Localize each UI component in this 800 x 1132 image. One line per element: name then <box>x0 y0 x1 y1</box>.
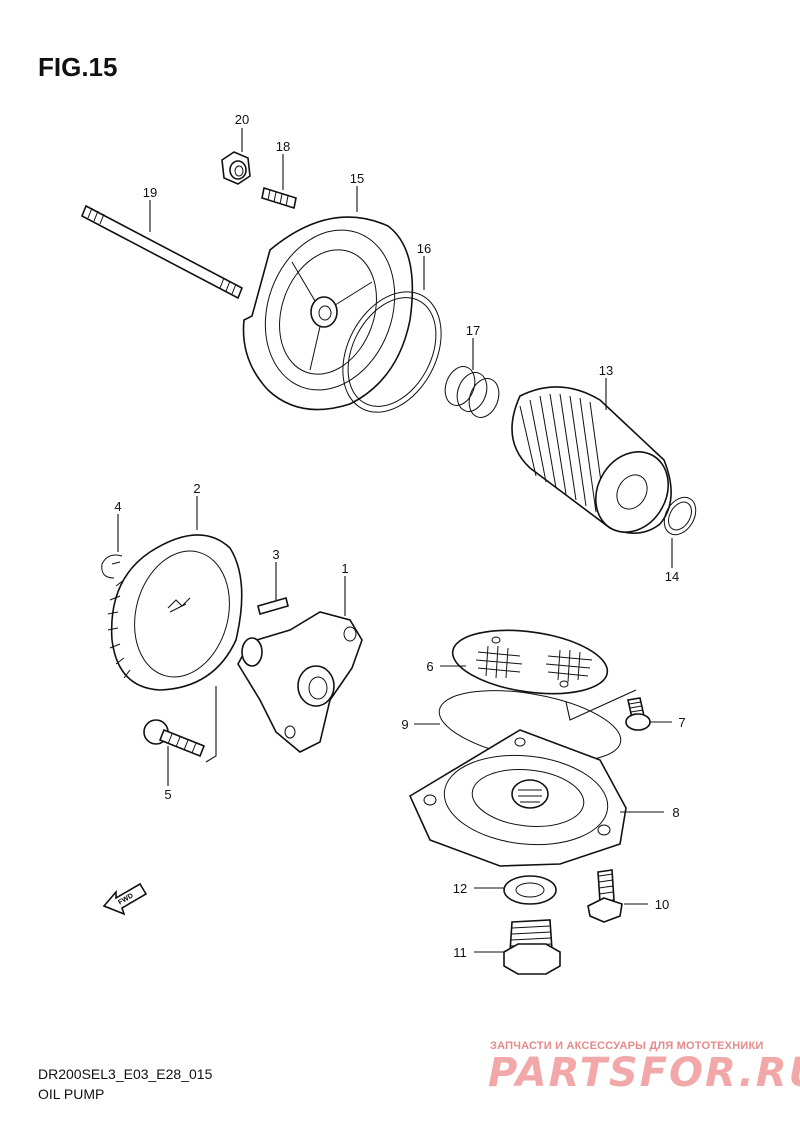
callout-20: 20 <box>235 112 249 127</box>
part-4-circlip[interactable] <box>101 554 123 579</box>
callout-1: 1 <box>341 561 348 576</box>
callout-4: 4 <box>114 499 121 514</box>
part-18-stud[interactable] <box>261 186 297 210</box>
part-13-oil-filter[interactable] <box>511 386 682 545</box>
part-8-case[interactable] <box>408 729 627 867</box>
part-7-bolt[interactable] <box>625 697 651 731</box>
part-10-bolt[interactable] <box>587 869 623 923</box>
part-12-washer[interactable] <box>503 875 557 905</box>
part-14-o-ring[interactable] <box>658 492 702 541</box>
watermark-caption: ЗАПЧАСТИ И АКСЕССУАРЫ ДЛЯ МОТОТЕХНИКИ <box>490 1040 764 1052</box>
callout-19: 19 <box>143 185 157 200</box>
callout-14: 14 <box>665 569 679 584</box>
callout-9: 9 <box>401 717 408 732</box>
figure-title: FIG.15 <box>38 52 118 82</box>
callout-12: 12 <box>453 881 467 896</box>
watermark-logo: PARTSFOR.RU <box>488 1050 800 1096</box>
callout-5: 5 <box>164 787 171 802</box>
callout-15: 15 <box>350 171 364 186</box>
part-3-pin[interactable] <box>257 597 289 615</box>
part-6-gasket[interactable] <box>449 621 612 702</box>
leader-bracket-1-5 <box>205 686 217 763</box>
callout-17: 17 <box>466 323 480 338</box>
callout-8: 8 <box>672 805 679 820</box>
callout-7: 7 <box>678 715 685 730</box>
part-5-bolt[interactable] <box>143 719 206 758</box>
part-16-o-ring[interactable] <box>323 275 461 429</box>
part-15-cover[interactable] <box>242 212 417 411</box>
callout-16: 16 <box>417 241 431 256</box>
callout-11: 11 <box>453 945 467 960</box>
callout-10: 10 <box>655 897 669 912</box>
figure-name: OIL PUMP <box>38 1086 105 1102</box>
callout-2: 2 <box>193 481 200 496</box>
part-2-gear[interactable] <box>107 534 243 691</box>
leader-bracket-7 <box>565 689 637 721</box>
callout-18: 18 <box>276 139 290 154</box>
part-11-drain-plug[interactable] <box>503 919 561 975</box>
callout-6: 6 <box>426 659 433 674</box>
part-20-nut[interactable] <box>221 151 251 185</box>
part-1-oil-pump[interactable] <box>237 611 363 753</box>
part-19-shaft[interactable] <box>80 204 244 300</box>
callout-3: 3 <box>272 547 279 562</box>
fwd-arrow-icon <box>102 882 148 916</box>
figure-code: DR200SEL3_E03_E28_015 <box>38 1066 213 1082</box>
part-17-spring[interactable] <box>440 362 504 421</box>
callout-13: 13 <box>599 363 613 378</box>
